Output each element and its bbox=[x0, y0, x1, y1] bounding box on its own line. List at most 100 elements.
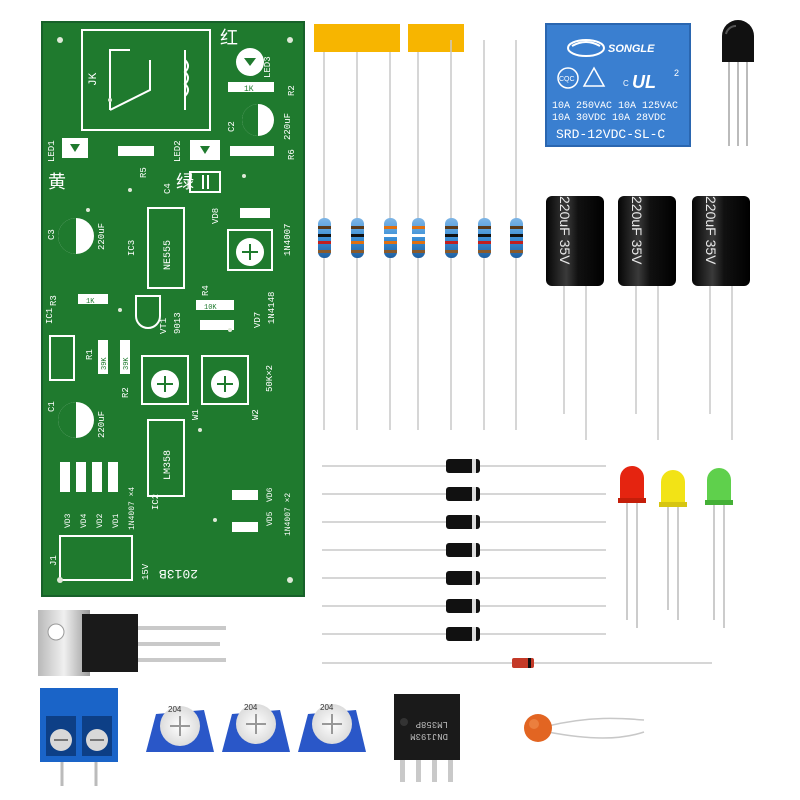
tape-strip-left bbox=[314, 24, 400, 52]
pcb-ic1-footprint: IC1 bbox=[45, 308, 75, 381]
diode bbox=[322, 571, 606, 585]
pcb-resistor-r3: R3 1K bbox=[49, 294, 108, 306]
resistor bbox=[510, 40, 523, 430]
pcb-ic3-footprint: NE555 IC3 bbox=[127, 207, 185, 289]
trimpot-marking: 204 bbox=[168, 705, 182, 714]
capacitor-marking: 220uF 35V bbox=[557, 196, 573, 265]
voltage-regulator-to220 bbox=[38, 610, 226, 676]
capacitor-marking: 220uF 35V bbox=[629, 196, 645, 265]
pcb-c1-footprint: C1 220uF bbox=[47, 401, 107, 438]
pcb-c2-footprint: C2 220uF bbox=[227, 104, 293, 140]
trimpot: 204 bbox=[222, 703, 290, 752]
pcb-label-led1: LED1 bbox=[47, 140, 57, 162]
pcb-label-led2: LED2 bbox=[173, 140, 183, 162]
songle-logo: SONGLE bbox=[567, 39, 655, 57]
resistor bbox=[384, 52, 397, 430]
pcb-c4-footprint: C4 bbox=[163, 171, 221, 194]
ic-marking-line-2: DNJ193M bbox=[410, 731, 448, 741]
pcb-label-r6: R6 bbox=[287, 149, 297, 160]
pcb-vt1-footprint: VT1 9013 bbox=[135, 295, 183, 334]
pcb-label-r2-value: 39K bbox=[123, 357, 131, 370]
tape-strip-right bbox=[408, 24, 464, 52]
electrolytic-capacitor: 220uF 35V bbox=[618, 196, 676, 440]
pcb-label-w1: W1 bbox=[191, 409, 201, 420]
dip8-ic-chip: LM358P DNJ193M bbox=[394, 694, 460, 782]
led-green bbox=[705, 468, 733, 628]
pcb-label-vd4: VD4 bbox=[80, 513, 89, 528]
pcb-label-c3: C3 bbox=[47, 229, 57, 240]
pcb-label-c1-value: 220uF bbox=[97, 411, 107, 438]
pcb-label-ic1: IC1 bbox=[45, 308, 55, 324]
electrolytic-capacitor: 220uF 35V bbox=[546, 196, 604, 440]
pcb-relay-footprint: JK bbox=[81, 29, 211, 131]
resistor bbox=[478, 40, 491, 430]
resistor bbox=[318, 52, 331, 430]
pcb-pot-footprint-top bbox=[227, 229, 273, 271]
pcb-label-ne555: NE555 bbox=[163, 240, 174, 270]
pcb-label-vd7: VD7 bbox=[253, 312, 263, 328]
pcb-label-ic3: IC3 bbox=[127, 240, 137, 256]
ic-marking-line-1: LM358P bbox=[416, 719, 448, 729]
pcb-label-yellow: 黄 bbox=[48, 172, 66, 194]
pcb-label-vd3: VD3 bbox=[64, 513, 73, 528]
pcb-j1-footprint: J1 15V bbox=[49, 535, 151, 581]
pcb-resistor-r1: 39K R1 bbox=[85, 340, 109, 374]
relay-cqc-mark: CQC bbox=[559, 76, 575, 83]
pcb-label-vd8: VD8 bbox=[211, 208, 221, 224]
pcb-label-9013: 9013 bbox=[173, 312, 183, 334]
pcb-resistor-r2b: 39K R2 bbox=[120, 340, 131, 398]
pcb-vd8-footprint: VD8 1N4007 bbox=[211, 208, 293, 256]
pcb-label-r3-value: 1K bbox=[86, 298, 95, 306]
pcb-label-j1: J1 bbox=[49, 555, 59, 566]
led-red bbox=[618, 466, 646, 628]
ceramic-capacitor bbox=[524, 714, 645, 742]
diode-set bbox=[322, 459, 712, 668]
pcb-bridge-diodes: VD3 VD4 VD2 VD1 1N4007 ×4 bbox=[60, 462, 137, 530]
pcb-resistor-r2: 1K R2 bbox=[228, 82, 297, 96]
trimpot: 204 bbox=[298, 703, 366, 752]
pcb-label-c2: C2 bbox=[227, 121, 237, 132]
pcb-label-vt1: VT1 bbox=[159, 318, 169, 334]
pcb-label-vd1: VD1 bbox=[112, 513, 121, 528]
pcb-label-green: 绿 bbox=[176, 172, 194, 194]
electrolytic-capacitor: 220uF 35V bbox=[692, 196, 750, 440]
pcb-vias bbox=[57, 37, 293, 583]
diode bbox=[322, 459, 606, 473]
pcb-label-vd2: VD2 bbox=[96, 513, 105, 528]
pcb-ic2-footprint: LM358 IC2 bbox=[147, 419, 185, 510]
pcb-pot-w2: W2 50K×2 bbox=[201, 355, 275, 420]
pcb-label-vd6: VD6 bbox=[266, 487, 275, 502]
diode bbox=[322, 487, 606, 501]
pcb-label-c4: C4 bbox=[163, 183, 173, 194]
pcb-label-led3: LED3 bbox=[263, 56, 273, 78]
pcb-label-r4: R4 bbox=[201, 285, 211, 296]
pcb-led3-footprint: LED3 bbox=[236, 48, 273, 78]
pcb-resistor-r5: R5 bbox=[118, 146, 154, 178]
pcb-label-r5: R5 bbox=[139, 167, 149, 178]
pcb-label-c1: C1 bbox=[47, 401, 57, 412]
pcb-led1-footprint: LED1 bbox=[47, 138, 88, 162]
pcb-c3-footprint: C3 220uF bbox=[47, 218, 107, 254]
pcb-label-jk: JK bbox=[88, 72, 100, 86]
relay-rating-line-1: 10A 250VAC 10A 125VAC bbox=[552, 101, 678, 112]
pcb-resistor-r4: R4 10K bbox=[196, 285, 234, 312]
trimpot-marking: 204 bbox=[244, 703, 258, 712]
pcb-led2-footprint: LED2 R6 bbox=[173, 140, 297, 162]
resistor bbox=[412, 52, 425, 430]
relay-c-mark: C bbox=[623, 79, 629, 88]
pcb-label-r1-value: 39K bbox=[101, 357, 109, 370]
pcb-label-vd8-value: 1N4007 bbox=[283, 224, 293, 256]
relay-brand: SONGLE bbox=[608, 43, 655, 55]
pcb-label-r4-value: 10K bbox=[204, 304, 217, 312]
transistor-to92 bbox=[722, 20, 754, 146]
small-signal-diode bbox=[322, 658, 712, 668]
diode bbox=[322, 515, 606, 529]
pcb-label-r3: R3 bbox=[49, 295, 59, 306]
pcb-label-vd7-value: 1N4148 bbox=[267, 292, 277, 324]
pcb-label-vd5: VD5 bbox=[266, 511, 275, 526]
trimpot: 204 bbox=[146, 705, 214, 752]
trimpot-marking: 204 bbox=[320, 703, 334, 712]
resistor-set bbox=[318, 40, 523, 430]
pcb-label-r2b: R2 bbox=[121, 387, 131, 398]
